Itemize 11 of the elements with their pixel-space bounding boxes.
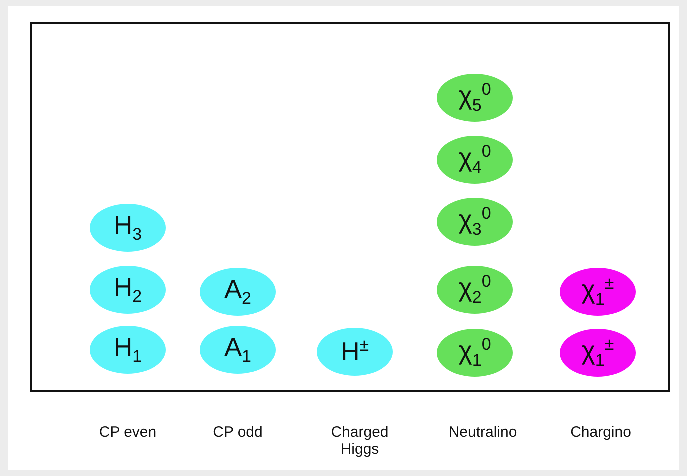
- column-label: CP odd: [212, 424, 264, 441]
- particle-symbol: A$_{1}$: [224, 332, 252, 368]
- column-label: Neutralino: [448, 424, 518, 441]
- particle-symbol: H$^{±}$: [340, 336, 370, 368]
- particle-symbol: H$_{3}$: [114, 210, 142, 246]
- column-label: Charged Higgs: [330, 424, 390, 458]
- particle-symbol: A$_{2}$: [224, 274, 252, 310]
- particle-symbol: H$_{1}$: [114, 332, 142, 368]
- column-label: Chargino: [570, 424, 632, 441]
- column-label: CP even: [98, 424, 158, 441]
- particle-symbol: H$_{2}$: [114, 272, 142, 308]
